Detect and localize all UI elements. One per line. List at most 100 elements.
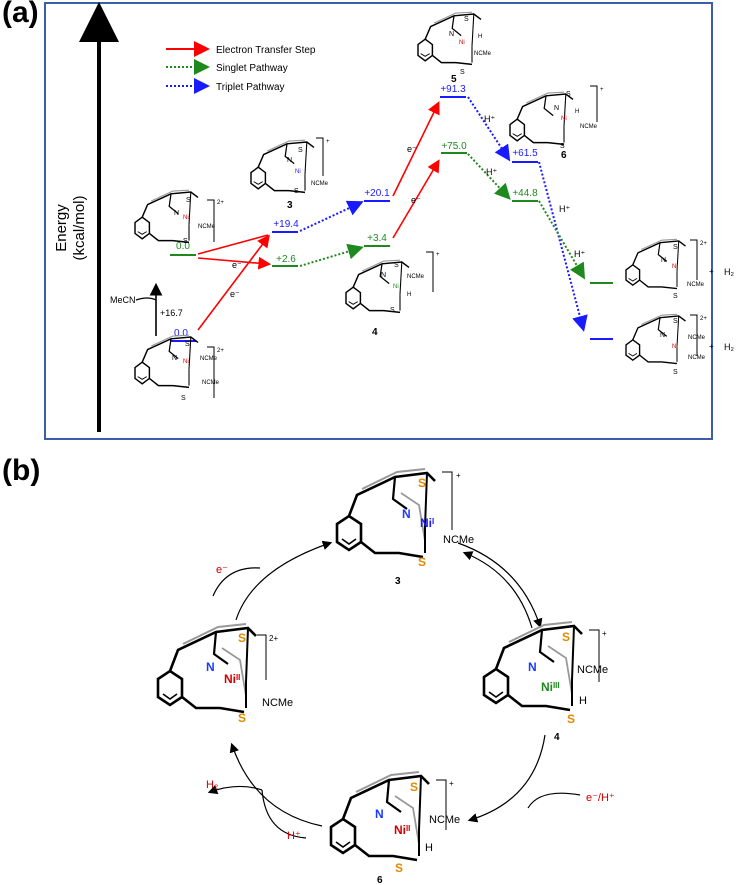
svg-text:S: S (294, 188, 299, 195)
svg-text:N: N (206, 660, 215, 674)
svg-text:2+: 2+ (217, 348, 224, 354)
svg-text:S: S (185, 341, 190, 348)
svg-text:S: S (567, 712, 575, 726)
svg-text:NCMe: NCMe (407, 274, 425, 280)
level-start-singlet-value: 0.0 (176, 241, 190, 252)
label-e-3: e⁻ (407, 144, 417, 154)
svg-text:S: S (394, 262, 399, 269)
legend-label-singlet: Singlet Pathway (216, 63, 288, 74)
svg-text:Ni: Ni (393, 284, 399, 290)
svg-text:NCMe: NCMe (580, 124, 598, 130)
svg-text:+: + (600, 87, 604, 93)
level-4-singlet-value: +3.4 (367, 233, 387, 244)
compound-label-4b: 4 (554, 732, 560, 743)
svg-text:N: N (554, 105, 559, 112)
svg-text:+: + (449, 779, 454, 788)
cycle-branch-electron (212, 567, 261, 597)
compound-label-4a: 4 (372, 327, 378, 338)
svg-text:Niᴵᴵ: Niᴵᴵ (394, 823, 410, 837)
step-hydrogen: H₂ (206, 779, 218, 791)
molecule-final-singlet: S N Ni NCMe S 2+ + H₂ (625, 238, 734, 300)
svg-text:2+: 2+ (700, 241, 707, 247)
cycle-arrow-d (229, 742, 323, 827)
svg-text:NCMe: NCMe (311, 181, 329, 187)
panel-a-label: (a) (2, 0, 39, 29)
arrow-triplet-6-to-final (538, 161, 588, 332)
molecule-start-singlet: S N Ni NCMe S 2+ (134, 189, 224, 245)
step-electron-proton: e⁻/H⁺ (586, 792, 615, 804)
svg-text:H: H (407, 292, 411, 298)
level-5-singlet-value: +75.0 (441, 141, 467, 152)
svg-text:S: S (673, 318, 678, 325)
svg-text:+: + (602, 629, 607, 638)
svg-text:Ni: Ni (295, 169, 301, 175)
legend: Electron Transfer Step Singlet Pathway T… (166, 41, 316, 94)
svg-text:H: H (478, 34, 482, 40)
level-6-singlet-value: +44.8 (512, 188, 538, 199)
level-6-triplet-value: +61.5 (512, 148, 538, 159)
level-5-triplet-value: +91.3 (440, 84, 466, 95)
svg-text:S: S (418, 555, 426, 569)
svg-text:S: S (562, 630, 570, 644)
svg-text:Niᴵᴵᴵ: Niᴵᴵᴵ (541, 680, 560, 694)
svg-text:+: + (326, 139, 330, 145)
arrow-singlet-6-to-final (538, 200, 586, 280)
panel-a-frame (44, 2, 713, 440)
cycle-equilibrium-forward (457, 542, 543, 629)
svg-text:H: H (575, 109, 579, 115)
label-e-2: e⁻ (230, 289, 240, 299)
label-e-1: e⁻ (232, 260, 242, 270)
compound-label-3a: 3 (287, 200, 293, 211)
molecule-4: S N Ni NCMe H S + 4 (345, 251, 440, 338)
svg-text:NCMe: NCMe (688, 355, 706, 361)
svg-text:N: N (660, 332, 665, 339)
svg-text:Ni: Ni (672, 344, 678, 350)
svg-text:S: S (560, 143, 565, 150)
level-3-singlet-value: +2.6 (276, 254, 296, 265)
arrow-et-4-to-5-triplet (392, 101, 440, 197)
svg-text:2+: 2+ (217, 200, 224, 206)
svg-text:NCMe: NCMe (443, 534, 474, 546)
svg-text:N: N (449, 31, 454, 38)
cycle-arrow-c (467, 734, 546, 823)
svg-text:+: + (436, 252, 440, 258)
cycle-branch-hh (261, 789, 307, 839)
compound-label-5a: 5 (451, 74, 457, 85)
svg-text:S: S (464, 16, 469, 23)
axis-label-units: (kcal/mol) (71, 195, 88, 260)
label-e-4: e⁻ (411, 195, 421, 205)
cycle-molecule-4: S N Niᴵᴵᴵ NCMe H S + 4 (482, 620, 608, 743)
molecule-final-triplet: S N Ni NCMe NCMe S 2+ + H₂ (625, 313, 734, 376)
label-h-2: H⁺ (486, 167, 497, 177)
svg-text:NCMe: NCMe (429, 814, 460, 826)
energy-levels: 0.0 0.0 +19.4 +2.6 +20.1 +3.4 +91.3 +75.… (170, 84, 613, 342)
arrow-et-singlet-to-triplet-line (197, 234, 269, 255)
svg-text:S: S (183, 238, 188, 245)
legend-label-triplet: Triplet Pathway (216, 82, 285, 93)
svg-text:H: H (579, 695, 587, 707)
svg-text:N: N (528, 660, 537, 674)
svg-text:N: N (172, 355, 177, 362)
cycle-molecule-3: S N Niᴵ NCMe S + 3 (335, 467, 474, 587)
svg-text:NCMe: NCMe (262, 697, 293, 709)
cycle-molecule-start: S N Niᴵᴵ NCMe S 2+ (156, 622, 293, 725)
svg-text:N: N (661, 257, 666, 264)
svg-text:NCMe: NCMe (202, 380, 220, 386)
label-h2-gas-2: H₂ (724, 342, 734, 352)
label-h-3: H⁺ (559, 204, 570, 214)
svg-text:S: S (238, 631, 246, 645)
compound-label-3b: 3 (395, 576, 401, 587)
panel-b-label: (b) (2, 454, 40, 487)
svg-text:NCMe: NCMe (200, 356, 218, 362)
svg-text:N: N (402, 507, 411, 521)
cycle-branch-eh (527, 792, 581, 809)
level-start-triplet-value: 0.0 (174, 328, 188, 339)
compound-label-6a: 6 (561, 150, 567, 161)
svg-text:S: S (186, 197, 191, 204)
svg-text:S: S (395, 861, 403, 875)
svg-text:NCMe: NCMe (687, 282, 705, 288)
arrow-mecn-branch (135, 297, 157, 301)
svg-text:+: + (456, 471, 461, 480)
svg-text:S: S (410, 780, 418, 794)
label-mecn: MeCN (110, 295, 136, 305)
